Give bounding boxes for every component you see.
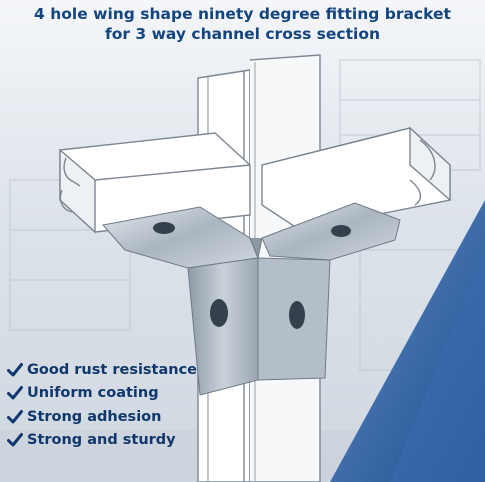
feature-label: Strong and sturdy: [27, 432, 176, 449]
feature-item: Good rust resistance: [7, 358, 197, 382]
bolt-hole: [331, 225, 351, 237]
checkmark-icon: [7, 362, 23, 377]
bracket: [102, 202, 401, 396]
feature-label: Strong adhesion: [27, 408, 162, 425]
feature-list: Good rust resistance Uniform coating Str…: [7, 358, 197, 452]
right-channel: [261, 126, 451, 231]
left-channel: [59, 132, 251, 234]
feature-label: Uniform coating: [27, 385, 159, 402]
feature-item: Uniform coating: [7, 382, 197, 406]
feature-item: Strong and sturdy: [7, 429, 197, 453]
checkmark-icon: [7, 433, 23, 447]
feature-item: Strong adhesion: [7, 405, 197, 429]
checkmark-icon: [7, 409, 23, 424]
feature-label: Good rust resistance: [27, 361, 198, 378]
page-title: 4 hole wing shape ninety degree fitting …: [0, 4, 485, 44]
checkmark-icon: [7, 386, 23, 400]
title-line-1: 4 hole wing shape ninety degree fitting …: [34, 5, 451, 23]
bolt-hole: [153, 222, 175, 234]
title-line-2: for 3 way channel cross section: [104, 25, 381, 43]
bolt-hole: [289, 301, 305, 329]
bolt-hole: [210, 299, 228, 327]
